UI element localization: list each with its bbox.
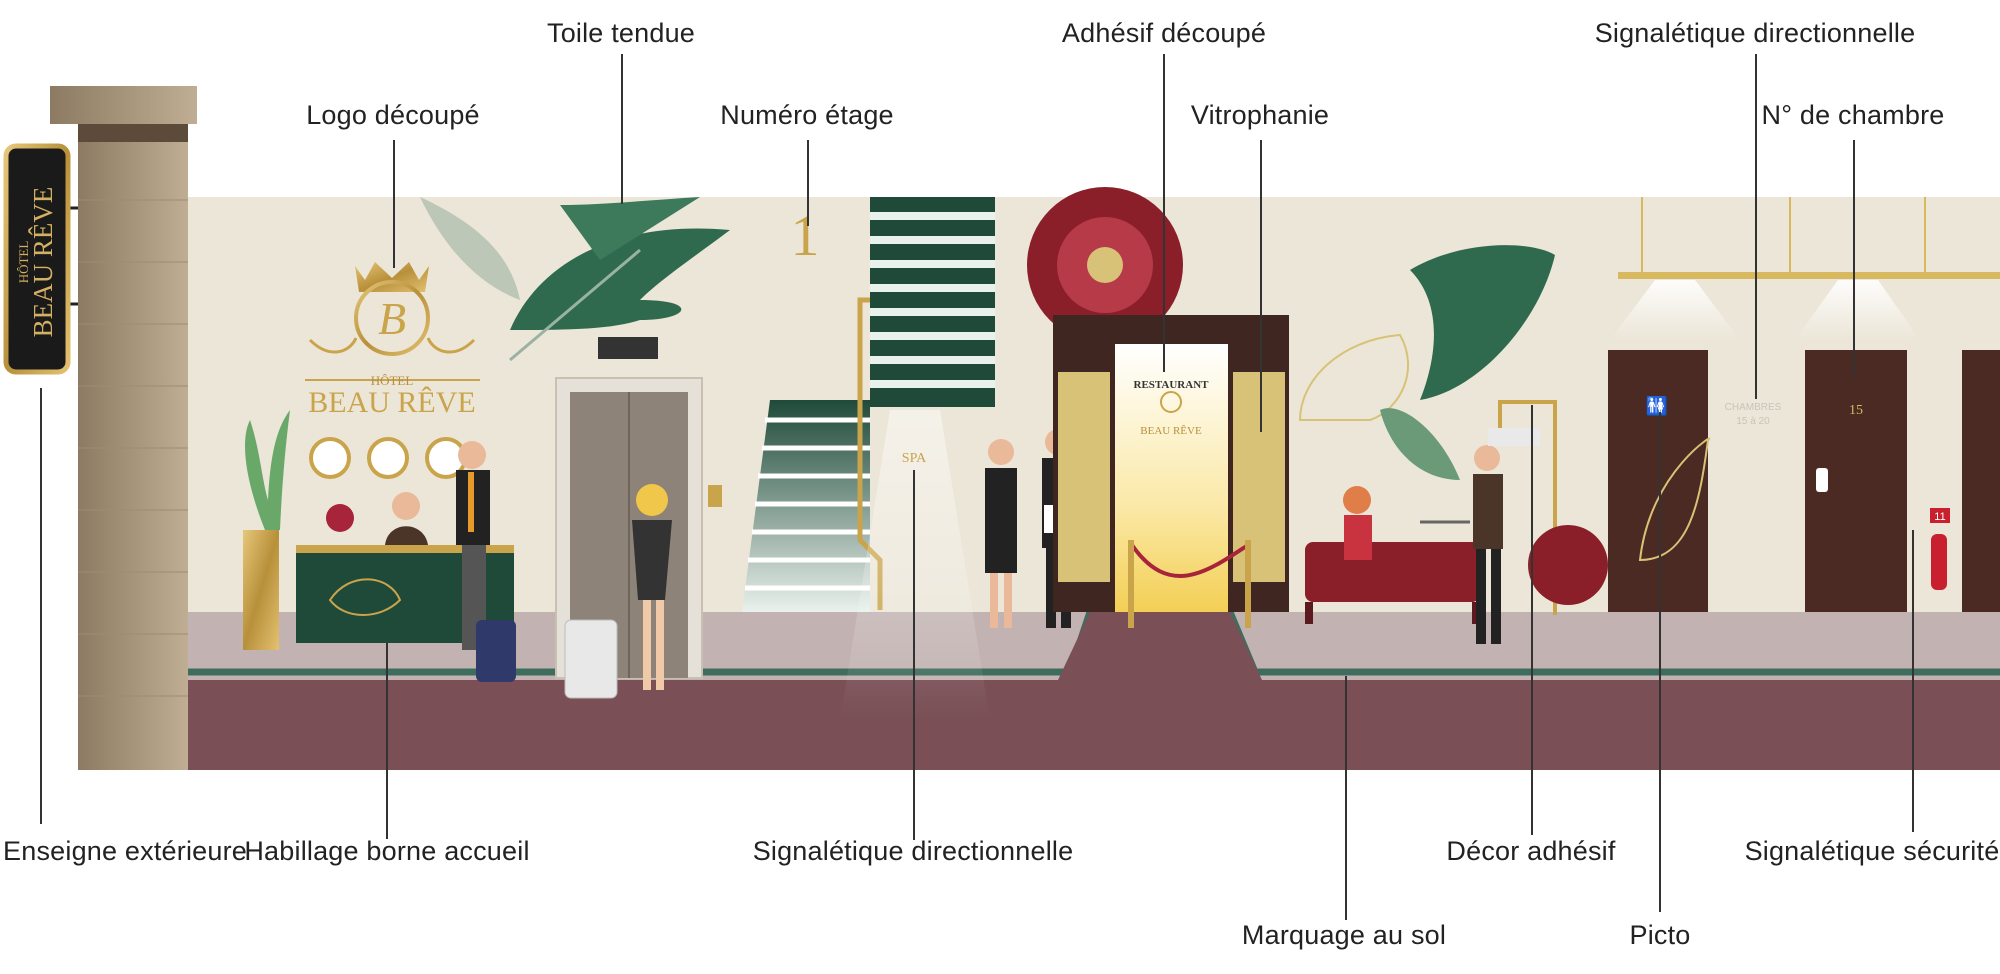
- label-picto: Picto: [1629, 920, 1691, 950]
- sign-name-text: BEAU RÊVE: [28, 187, 58, 338]
- pillar: [78, 142, 188, 770]
- pillar-cap: [50, 86, 197, 124]
- label-signaletique-directionnelle-top: Signalétique directionnelle: [1594, 18, 1916, 48]
- label-signaletique-directionnelle-bottom: Signalétique directionnelle: [752, 836, 1074, 866]
- spa-light: [840, 410, 990, 720]
- leader-signaletique-directionnelle-bottom: [913, 470, 915, 840]
- room-number: 15: [1849, 403, 1863, 418]
- leader-numero-etage: [807, 140, 809, 226]
- safety-badge-bg: [1930, 508, 1950, 523]
- label-numero-etage: Numéro étage: [720, 100, 894, 130]
- wall-clocks: [309, 437, 467, 479]
- leader-signaletique-securite: [1912, 530, 1914, 832]
- planter: [243, 530, 279, 650]
- leaf-decor: [510, 228, 730, 330]
- logo-hotel: HÔTEL: [371, 373, 414, 388]
- restroom-picto: 🚻: [1646, 395, 1668, 416]
- leader-habillage-borne: [386, 643, 388, 839]
- label-marquage-au-sol: Marquage au sol: [1241, 920, 1447, 950]
- restaurant-sign: RESTAURANT: [1134, 379, 1210, 391]
- safety-badge: 11: [1934, 511, 1945, 523]
- leader-vitrophanie: [1260, 140, 1262, 432]
- chambres-sign: CHAMBRES: [1725, 402, 1782, 413]
- label-vitrophanie: Vitrophanie: [1190, 100, 1330, 130]
- floor-number: 1: [791, 203, 820, 268]
- label-enseigne-exterieure: Enseigne extérieure: [3, 836, 247, 866]
- sign-hotel-text: HÔTEL: [16, 241, 31, 284]
- logo-name: BEAU RÊVE: [308, 386, 476, 419]
- leaf-decor: [420, 197, 520, 300]
- leader-picto: [1659, 412, 1661, 912]
- label-habillage-borne-accueil: Habillage borne accueil: [244, 836, 530, 866]
- white-suitcase: [564, 619, 618, 699]
- staircase: [742, 197, 995, 612]
- leader-toile-tendue: [621, 54, 623, 204]
- spa-sign: SPA: [902, 451, 927, 466]
- label-logo-decoupe: Logo découpé: [306, 100, 480, 130]
- chambres-range: 15 à 20: [1736, 416, 1770, 427]
- label-toile-tendue: Toile tendue: [546, 18, 696, 48]
- leader-marquage-au-sol: [1345, 676, 1347, 920]
- label-adhesif-decoupe: Adhésif découpé: [1061, 18, 1267, 48]
- plant: [245, 410, 290, 530]
- leader-numero-chambre: [1853, 140, 1855, 376]
- fire-extinguisher: [1931, 534, 1947, 590]
- door-picto: [1608, 350, 1708, 612]
- ceiling-rail: [1618, 272, 2000, 279]
- label-decor-adhesif: Décor adhésif: [1446, 836, 1616, 866]
- exterior-sign: [3, 143, 71, 375]
- restaurant-name: BEAU RÊVE: [1140, 425, 1202, 437]
- leader-adhesif-decoupe: [1163, 54, 1165, 372]
- leader-logo-decoupe: [393, 140, 395, 268]
- pillar-band: [78, 124, 188, 142]
- leader-signaletique-directionnelle-top: [1755, 54, 1757, 399]
- leader-decor-adhesif: [1531, 405, 1533, 835]
- logo-cutout: B HÔTEL BEAU RÊVE: [305, 262, 480, 419]
- suitcase: [476, 620, 516, 682]
- leader-enseigne-exterieure: [40, 388, 42, 824]
- logo-monogram: B: [378, 293, 406, 344]
- carpet: [1058, 612, 1262, 680]
- ginkgo-leaf: [1298, 333, 1410, 421]
- label-signaletique-securite: Signalétique sécurité: [1744, 836, 2000, 866]
- label-numero-chambre: N° de chambre: [1761, 100, 1945, 130]
- sofa: [1305, 542, 1480, 602]
